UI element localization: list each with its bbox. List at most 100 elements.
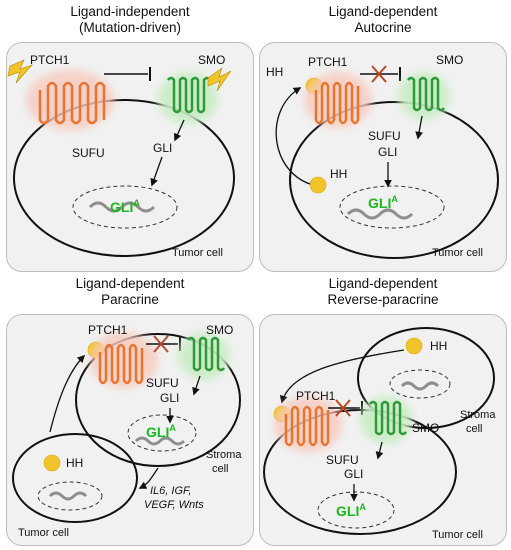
panel4-hh-ligand-secreted [405, 337, 423, 355]
panel4-gli-active-text: GLI [336, 503, 359, 519]
panel2-hh-ligand-secreted [309, 176, 327, 194]
panel3-ptch1-helix [98, 343, 144, 385]
panel2-content: HH PTCH1 SMO SUFU GLI GLIA HH Tumor cell [266, 53, 499, 259]
panel3-ptch1-label: PTCH1 [88, 323, 128, 337]
panel4-title-line1: Ligand-dependent [328, 276, 438, 291]
panel2-smo-helix [407, 76, 445, 112]
panel3-title-line2: Paracrine [101, 292, 159, 307]
panel3-smo-label: SMO [206, 323, 233, 337]
panel3-gli-active-label: GLIA [146, 423, 176, 440]
panel2-gli-active-text: GLI [368, 195, 391, 211]
panel1-mutation-bolt-icon [7, 59, 33, 84]
panel4-stroma-label-1: Stroma [460, 409, 496, 421]
panel3-hh-label: HH [66, 456, 83, 470]
panel1-smo-to-gli-arrow [174, 119, 185, 142]
panel3-factors-line1: IL6, IGF, [150, 485, 191, 497]
panel4-stroma-dna-helix [400, 381, 440, 391]
panel4-reverse-paracrine-arrow [279, 349, 405, 404]
panel4-ptch1-receptor [274, 396, 342, 452]
panel4-ptch1-label: PTCH1 [296, 389, 336, 403]
panel2-title-line2: Autocrine [354, 20, 412, 35]
panel4-content: HH Stroma cell PTCH1 SMO SUFU GLI GLIA T… [263, 327, 496, 541]
panel2-ptch1-receptor [304, 72, 372, 128]
panel4-title: Ligand-dependent Reverse-paracrine [258, 276, 508, 308]
panel1-dna-helix [88, 201, 156, 213]
panel1-content: PTCH1 SMO SUFU GLI GLIA Tumor cell [7, 53, 235, 259]
panel1-ptch1-receptor [26, 70, 114, 130]
panel1-gli-label: GLI [153, 141, 172, 155]
panel2-title-line1: Ligand-dependent [328, 4, 438, 19]
panel1-title: Ligand-independent (Mutation-driven) [5, 4, 255, 36]
panel3-tumor-nucleus [37, 481, 103, 511]
panel3-gli-active-text: GLI [146, 424, 169, 440]
panel2-title: Ligand-dependent Autocrine [258, 4, 508, 36]
panel2-nucleus [339, 185, 445, 229]
panel2-sufu-label: SUFU [368, 129, 401, 143]
panel4-tumor-cell [263, 409, 457, 535]
panel4-ptch1-helix [284, 405, 330, 447]
panel1-smo-receptor [158, 72, 218, 124]
panel4-smo-helix [369, 400, 407, 436]
panel3-stroma-cell [75, 333, 241, 467]
panel2-gli-active-label: GLIA [368, 194, 398, 211]
panel4-smo-label: SMO [412, 421, 439, 435]
panel2-autocrine-loop-arrow [275, 87, 311, 185]
panel4-smo-receptor [360, 396, 412, 444]
panel3-content: Stroma cell HH Tumor cell PTCH1 SMO SUFU… [12, 323, 242, 539]
panel2-smo-label: SMO [436, 53, 463, 67]
panel3-paracrine-arrow [49, 354, 86, 433]
panel2-box [259, 42, 507, 272]
panel3-gli-active-sup: A [169, 423, 176, 433]
panel3-smo-receptor [178, 332, 230, 380]
panel3-title: Ligand-dependent Paracrine [5, 276, 255, 308]
panel2-smo-receptor [398, 72, 450, 120]
panel4-stroma-nucleus [389, 369, 451, 399]
panel3-tumor-label: Tumor cell [18, 527, 69, 539]
panel4-blocked-cross-icon [335, 399, 351, 417]
panel1-nucleus [72, 185, 178, 229]
panel3-factors-line2: VEGF, Wnts [144, 499, 204, 511]
panel3-gli-label: GLI [160, 391, 179, 405]
panel4-gli-active-sup: A [359, 502, 366, 512]
panel4-ptch1-glow [274, 396, 342, 452]
panel1-tumor-cell [13, 99, 235, 257]
panel4-hh-label: HH [430, 339, 447, 353]
panel3-stroma-label-1: Stroma [206, 449, 242, 461]
panel2-ptch1-label: PTCH1 [308, 55, 348, 69]
panel3-stroma-nucleus [127, 414, 197, 452]
panel3-tumor-cell [12, 433, 138, 523]
panel3-smo-helix [187, 336, 225, 372]
panel1-ptch1-label: PTCH1 [30, 53, 70, 67]
panel4-smo-to-gli-arrow [375, 441, 384, 460]
panel2-gli-active-sup: A [391, 194, 398, 204]
panel4-gli-active-label: GLIA [336, 502, 366, 519]
panel3-stroma-dna-helix [134, 436, 186, 446]
panel1-gli-active-label: GLIA [110, 198, 140, 215]
panel3-title-line1: Ligand-dependent [75, 276, 185, 291]
panel1-gli-active-text: GLI [110, 199, 133, 215]
panel3-sufu-label: SUFU [146, 376, 179, 390]
panel1-smo-label: SMO [198, 53, 225, 67]
panel2-tumor-cell [289, 101, 499, 259]
panel1-gli-active-sup: A [133, 198, 140, 208]
panel4-stroma-label-2: cell [466, 423, 483, 435]
panel2-ptch1-helix [314, 81, 360, 125]
panel1-title-line1: Ligand-independent [70, 4, 190, 19]
panel2-blocked-cross-icon [371, 65, 387, 83]
panel3-hh-ligand-secreted [43, 454, 61, 472]
panel2-hh-label-top: HH [266, 65, 283, 79]
panel3-secretion-arrow [138, 467, 159, 489]
panel1-smo-helix [167, 76, 211, 114]
panel3-stroma-label-2: cell [212, 463, 229, 475]
panel4-sufu-label: SUFU [326, 453, 359, 467]
panel2-cell-label: Tumor cell [432, 247, 483, 259]
panel3-smo-to-gli-arrow [192, 375, 201, 396]
panel4-title-line2: Reverse-paracrine [327, 292, 439, 307]
panel2-gli-label: GLI [378, 145, 397, 159]
panel1-title-line2: (Mutation-driven) [78, 20, 182, 35]
panel1-gli-to-nucleus-arrow [150, 156, 163, 187]
panel1-ptch1-helix [38, 81, 106, 125]
panel2-dna-helix [346, 208, 414, 220]
panel3-ptch1-receptor [90, 332, 158, 388]
